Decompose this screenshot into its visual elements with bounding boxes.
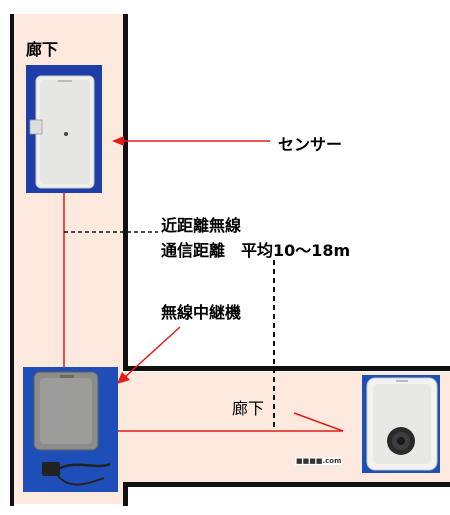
wall-bottom-horizontal — [123, 482, 450, 487]
repeater-arrow-line — [123, 326, 181, 379]
range-label-line2: 通信距離 平均10～18m — [161, 241, 351, 260]
signal-line-diagonal — [293, 412, 344, 432]
wall-inner-vertical — [123, 14, 128, 370]
range-label-line1: 近距離無線 — [161, 216, 242, 235]
sensor-device-photo — [26, 65, 102, 193]
sensor-arrow-head — [112, 136, 124, 146]
sensor-label: センサー — [278, 135, 343, 154]
corridor-label-top: 廊下 — [26, 40, 59, 59]
watermark: ■■■■.com — [295, 457, 343, 465]
repeater-device-photo — [23, 367, 118, 492]
corridor-label-bottom: 廊下 — [232, 399, 265, 418]
wall-bottom-stub — [123, 482, 128, 506]
wall-inner-horizontal — [123, 366, 450, 371]
repeater-label: 無線中継機 — [161, 303, 242, 322]
repeater-arrow-head — [117, 372, 130, 384]
wall-left — [10, 14, 14, 506]
receiver-device-photo — [362, 375, 440, 473]
